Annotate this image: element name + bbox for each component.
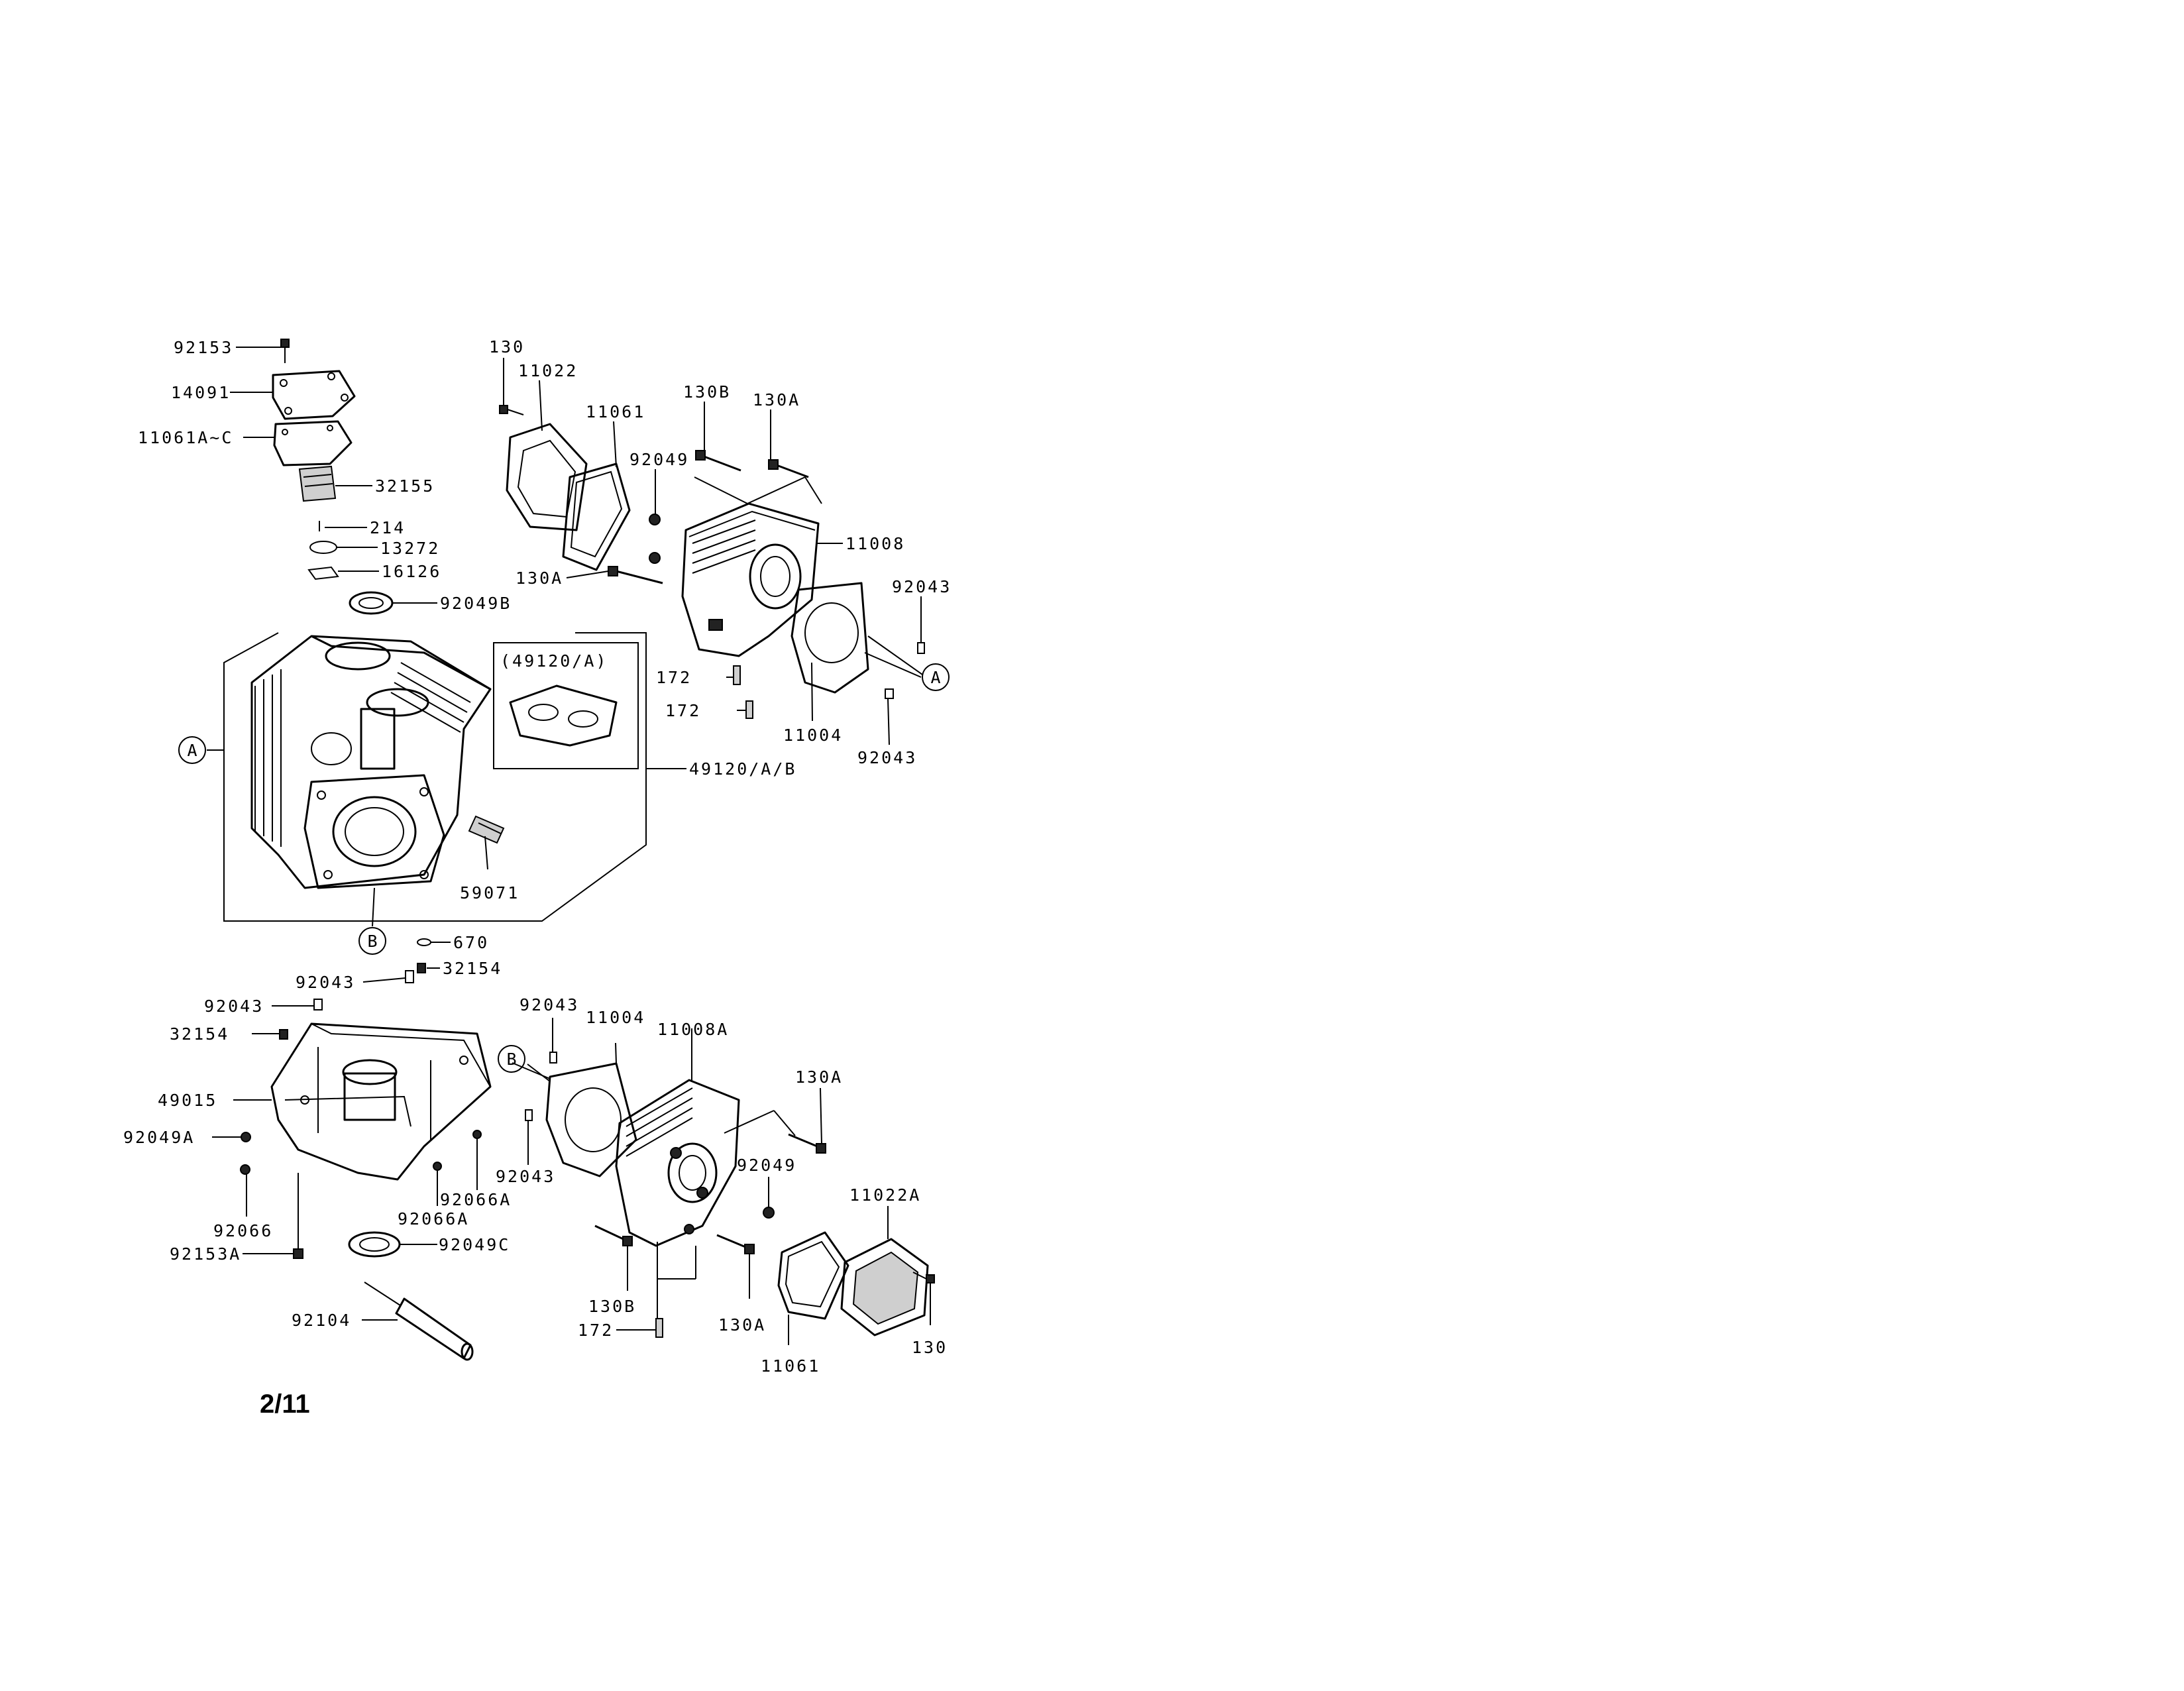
- label-11061-top: 11061: [586, 402, 645, 421]
- label-92043-b2: 92043: [204, 997, 264, 1016]
- label-11008A: 11008A: [657, 1020, 729, 1039]
- leader-lines: [207, 347, 931, 1345]
- inset-title: (49120/A): [500, 651, 608, 671]
- head-gasket-11004-bot: [545, 1062, 637, 1177]
- label-92104: 92104: [292, 1311, 351, 1330]
- label-11061A-C: 11061A~C: [138, 428, 233, 447]
- callout-A-right-text: A: [930, 668, 940, 687]
- label-11022A: 11022A: [849, 1185, 921, 1205]
- o-ring-670: [417, 938, 431, 946]
- label-14091: 14091: [171, 383, 231, 402]
- label-92043-r1: 92043: [892, 577, 952, 596]
- breather-59071: [468, 815, 505, 844]
- nut-92049-top: [649, 514, 661, 564]
- label-130B-bot: 130B: [588, 1297, 636, 1316]
- label-11008: 11008: [846, 534, 905, 553]
- bolt-130A-mid: [608, 566, 663, 584]
- label-32154-b: 32154: [170, 1024, 229, 1044]
- label-172-a: 172: [656, 668, 692, 687]
- label-11004-bot: 11004: [586, 1008, 645, 1027]
- label-670: 670: [453, 933, 489, 952]
- seal-92049B: [349, 591, 394, 615]
- callout-B-upper: B: [358, 927, 386, 955]
- label-92066: 92066: [213, 1221, 273, 1240]
- label-130A-b2: 130A: [718, 1315, 766, 1335]
- gasket-11061-top: [562, 463, 631, 571]
- label-11022: 11022: [518, 361, 578, 380]
- label-92066A-b: 92066A: [398, 1209, 469, 1228]
- head-gasket-11004-top: [791, 582, 869, 694]
- cylinder-head-11008: [681, 502, 820, 657]
- label-92043-r2: 92043: [857, 748, 917, 767]
- reed-valve-32155: [298, 465, 337, 502]
- label-92049C: 92049C: [439, 1235, 510, 1254]
- bolt-130B-top: [695, 450, 741, 472]
- label-92049B: 92049B: [440, 594, 512, 613]
- crankcase-49015: [270, 1022, 492, 1181]
- callout-B-lower-text: B: [506, 1050, 516, 1069]
- part-labels: 92153 14091 11061A~C 32155 214 13272 161…: [123, 337, 952, 1376]
- label-172-c: 172: [578, 1321, 614, 1340]
- gasket-11061-bot: [777, 1231, 849, 1320]
- label-130A-mid: 130A: [516, 569, 563, 588]
- cooling-fins-left: [254, 669, 282, 847]
- label-92043-b3: 92043: [519, 995, 579, 1014]
- label-59071: 59071: [460, 883, 519, 902]
- label-92043-b1: 92043: [296, 973, 355, 992]
- screws-crankcase: [240, 1130, 482, 1259]
- label-130-top: 130: [489, 337, 525, 356]
- callout-B-lower: B: [498, 1045, 525, 1073]
- bolt-130-top: [499, 405, 524, 415]
- dowels-92043-lower: [525, 1052, 557, 1121]
- label-11061-bot: 11061: [761, 1356, 820, 1376]
- label-130A-b1: 130A: [795, 1067, 843, 1087]
- bolt-92153: [280, 339, 290, 363]
- bolt-130A-top: [768, 459, 809, 478]
- label-92049A: 92049A: [123, 1128, 195, 1147]
- callout-A-left: A: [178, 736, 206, 764]
- sealant-tube-92104: [364, 1282, 474, 1361]
- label-11004-top: 11004: [783, 726, 843, 745]
- label-172-b: 172: [665, 701, 701, 720]
- label-92153A: 92153A: [170, 1244, 241, 1264]
- cylinder-head-11008A: [615, 1079, 740, 1247]
- gasket-11061A-C: [273, 420, 353, 466]
- page-number: 2/11: [260, 1390, 310, 1419]
- callout-B-upper-text: B: [367, 932, 377, 951]
- label-130A-top: 130A: [753, 390, 800, 409]
- dowel-pins-lower-left: [279, 963, 426, 1040]
- label-49120-A-B: 49120/A/B: [689, 759, 796, 779]
- callout-A-left-text: A: [187, 741, 197, 760]
- oil-seal-92049C: [348, 1231, 401, 1258]
- label-13272: 13272: [380, 539, 440, 558]
- small-parts-stack: [307, 521, 339, 580]
- label-32155: 32155: [375, 476, 435, 496]
- label-214: 214: [370, 518, 406, 537]
- label-92043-b4: 92043: [496, 1167, 555, 1186]
- label-92049-bot: 92049: [737, 1156, 796, 1175]
- label-130-bot: 130: [912, 1338, 948, 1357]
- label-49015: 49015: [158, 1091, 217, 1110]
- bolts-lower-head: [594, 1133, 826, 1338]
- label-92153: 92153: [174, 338, 233, 357]
- rocker-cover-11022A: [840, 1238, 929, 1336]
- callout-A-right: A: [922, 663, 950, 691]
- label-92049-top: 92049: [629, 450, 689, 469]
- label-16126: 16126: [382, 562, 441, 581]
- label-32154-a: 32154: [443, 959, 502, 978]
- cooling-fins-top: [390, 662, 471, 733]
- cover-plate-14091: [272, 370, 356, 420]
- inset-box-49120A: (49120/A): [493, 642, 639, 769]
- cylinder-block-49120: [250, 635, 492, 889]
- label-130B-top: 130B: [683, 382, 731, 402]
- label-92066A-a: 92066A: [440, 1190, 512, 1209]
